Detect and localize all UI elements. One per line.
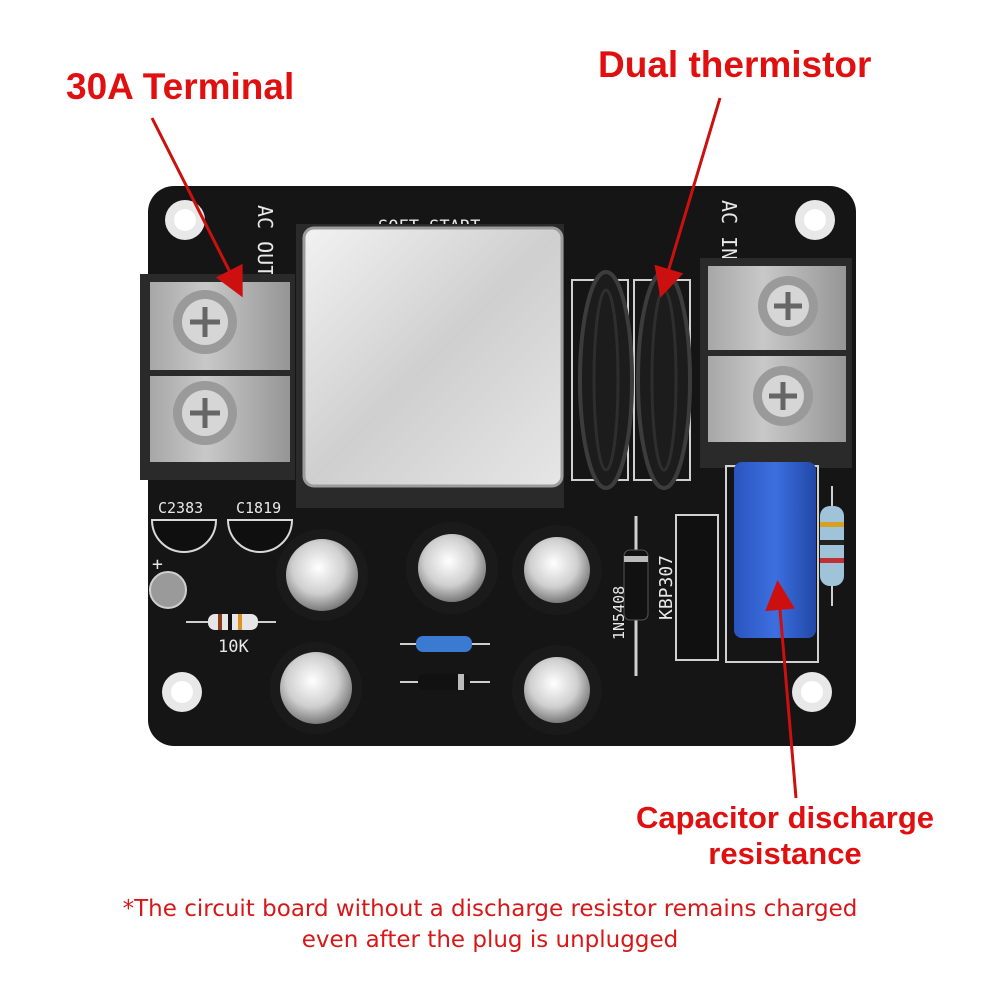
silk-ac-in: AC IN	[717, 200, 741, 260]
silk-10k: 10K	[218, 637, 249, 657]
mounting-holes	[162, 200, 835, 712]
bridge-rectifier	[675, 514, 719, 661]
callout-arrows	[150, 97, 798, 799]
callout-discharge-resistance: Capacitor discharge resistance	[620, 800, 950, 871]
silk-c1819: C1819	[236, 499, 281, 517]
terminal-block-right	[700, 258, 852, 468]
small-components	[400, 636, 490, 690]
callout-discharge-line1: Capacitor discharge	[635, 800, 935, 835]
callout-discharge-line2: resistance	[708, 835, 862, 871]
dual-thermistor	[578, 270, 692, 490]
transistors	[150, 519, 294, 553]
silk-1n5408: 1N5408	[610, 586, 628, 640]
relay	[296, 224, 564, 508]
silk-plus: +	[152, 554, 163, 575]
footnote-line1: *The circuit board without a discharge r…	[122, 896, 858, 922]
silk-ac-out: AC OUT	[253, 205, 277, 277]
footnote-line2: even after the plug is unplugged	[301, 927, 679, 954]
electrolytic-capacitors	[270, 522, 602, 735]
silk-kbp307: KBP307	[656, 555, 677, 620]
led	[149, 571, 187, 609]
discharge-resistor	[820, 486, 844, 606]
resistor-10k	[186, 614, 276, 630]
silk-c2383: C2383	[158, 499, 203, 517]
callout-dual-thermistor: Dual thermistor	[598, 44, 872, 85]
discharge-capacitor	[725, 462, 819, 663]
footnote: *The circuit board without a discharge r…	[100, 894, 880, 956]
callout-30a-terminal: 30A Terminal	[66, 66, 295, 107]
diode-1n5408	[623, 516, 649, 676]
terminal-block-left	[140, 274, 295, 480]
